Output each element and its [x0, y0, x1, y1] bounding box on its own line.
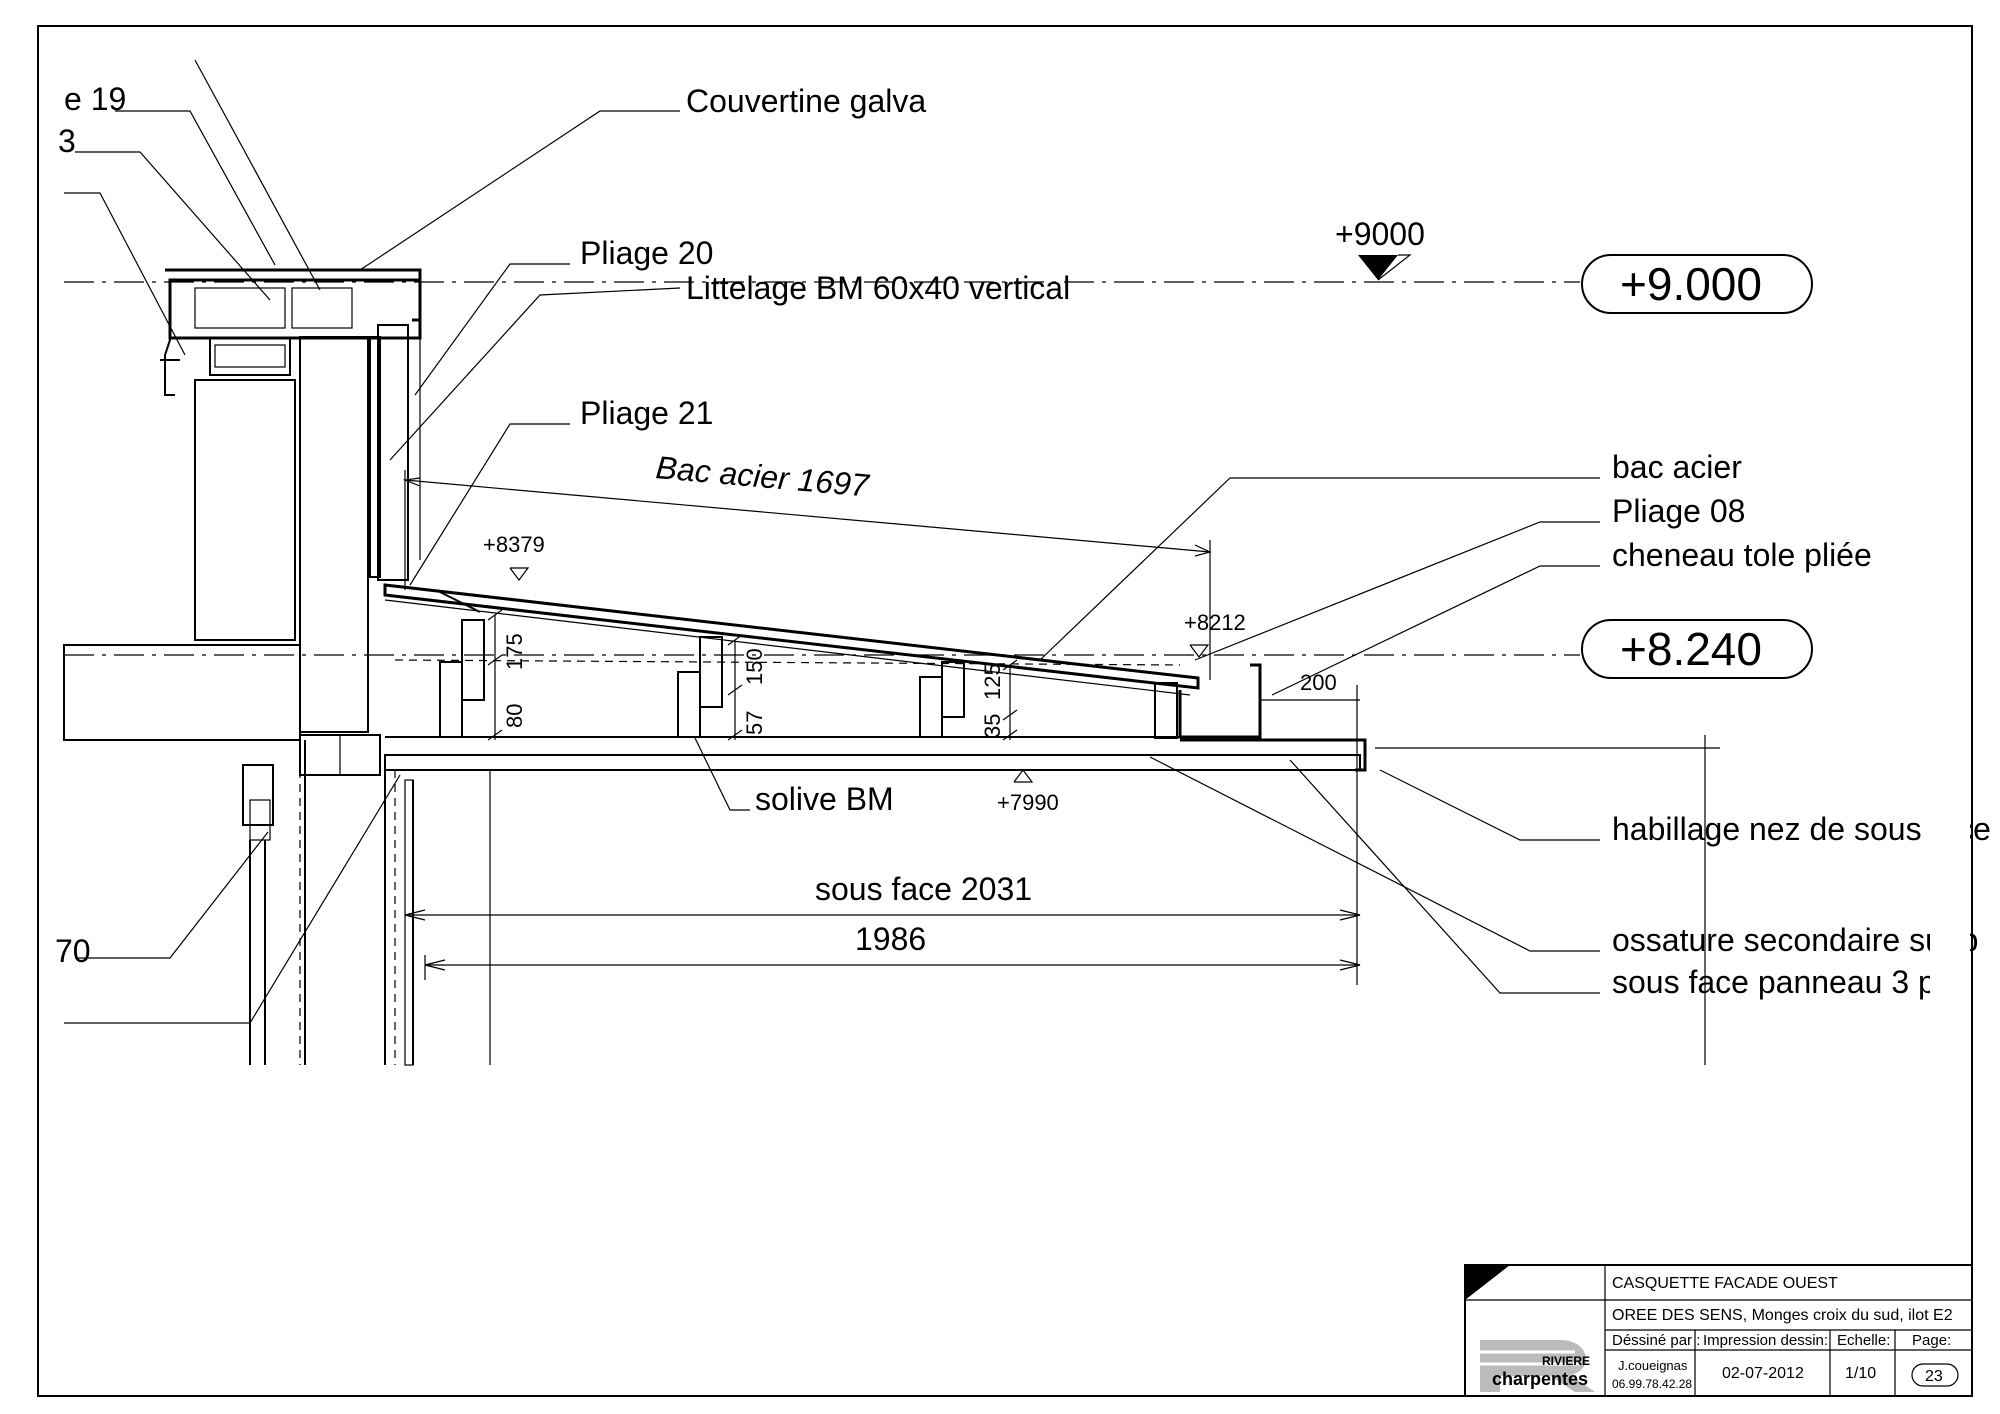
leader-lines — [64, 59, 1600, 1024]
tb-header-page: Page: — [1912, 1332, 1951, 1349]
label-sous-face-panneau: sous face panneau 3 plis — [1612, 964, 1966, 1000]
dim-150: 150 — [742, 648, 767, 685]
tb-page: 23 — [1925, 1368, 1943, 1385]
level-mark-8379: +8379 — [483, 532, 545, 581]
dim-sous-face-2031: sous face 2031 — [815, 871, 1032, 907]
label-bac-acier: bac acier — [1612, 449, 1742, 485]
dim-125: 125 — [980, 663, 1005, 700]
label-solive: solive BM — [755, 781, 894, 817]
level-mark-9000-text: +9000 — [1335, 216, 1425, 252]
label-cut-70: 70 — [55, 933, 91, 969]
wall-structure — [63, 268, 422, 1066]
level-lines — [64, 281, 1720, 1065]
canopy-structure — [383, 583, 1367, 772]
label-pliage-08: Pliage 08 — [1612, 493, 1745, 529]
dim-200: 200 — [1300, 670, 1337, 695]
dim-80: 80 — [502, 704, 527, 728]
label-cheneau: cheneau tole pliée — [1612, 537, 1872, 573]
logo-main-text: charpentes — [1492, 1369, 1588, 1389]
sheet-border — [37, 25, 1973, 1397]
dimension-lines — [402, 470, 1361, 980]
riviere-charpentes-logo: RIVIERE charpentes — [1480, 1340, 1595, 1392]
label-ossature: ossature secondaire supp — [1612, 922, 1978, 958]
level-mark-7990: +7990 — [997, 769, 1059, 815]
level-bubble-8240-text: +8.240 — [1620, 623, 1762, 675]
level-mark-8212-text: +8212 — [1184, 610, 1246, 635]
tb-phone: 06.99.78.42.28 — [1612, 1377, 1692, 1391]
level-mark-8379-text: +8379 — [483, 532, 545, 557]
label-pliage-21: Pliage 21 — [580, 395, 713, 431]
dim-35: 35 — [980, 714, 1005, 738]
level-mark-8212: +8212 — [1184, 610, 1246, 658]
tb-header-drawn: Déssiné par : — [1612, 1332, 1700, 1349]
tb-project: OREE DES SENS, Monges croix du sud, ilot… — [1612, 1307, 1953, 1324]
dim-175: 175 — [502, 633, 527, 670]
level-mark-9000: +9000 — [1335, 216, 1425, 281]
tb-date: 02-07-2012 — [1722, 1365, 1804, 1382]
dim-57: 57 — [742, 711, 767, 735]
level-mark-7990-text: +7990 — [997, 790, 1059, 815]
label-habillage: habillage nez de sous face — [1612, 811, 1991, 847]
tb-header-print: Impression dessin: — [1703, 1332, 1828, 1349]
label-cut-19: e 19 — [64, 81, 126, 117]
logo-top-text: RIVIERE — [1542, 1354, 1590, 1368]
tb-header-scale: Echelle: — [1837, 1332, 1890, 1349]
title-block: RIVIERE charpentes CASQUETTE FACADE OUES… — [1464, 1264, 1973, 1397]
dim-1986: 1986 — [855, 921, 926, 957]
tb-drawn-by: J.coueignas — [1618, 1358, 1688, 1373]
label-pliage-20: Pliage 20 — [580, 235, 713, 271]
label-cut-b: 3 — [58, 123, 76, 159]
level-bubble-9000-text: +9.000 — [1620, 258, 1762, 310]
dim-bac-acier-1697: Bac acier 1697 — [654, 449, 871, 504]
tb-title: CASQUETTE FACADE OUEST — [1612, 1275, 1838, 1292]
level-bubble-9000: +9.000 — [1581, 254, 1813, 314]
level-bubble-8240: +8.240 — [1581, 619, 1813, 679]
tb-scale: 1/10 — [1845, 1365, 1876, 1382]
label-couvertine: Couvertine galva — [686, 83, 926, 119]
label-littelage: Littelage BM 60x40 vertical — [686, 270, 1070, 306]
